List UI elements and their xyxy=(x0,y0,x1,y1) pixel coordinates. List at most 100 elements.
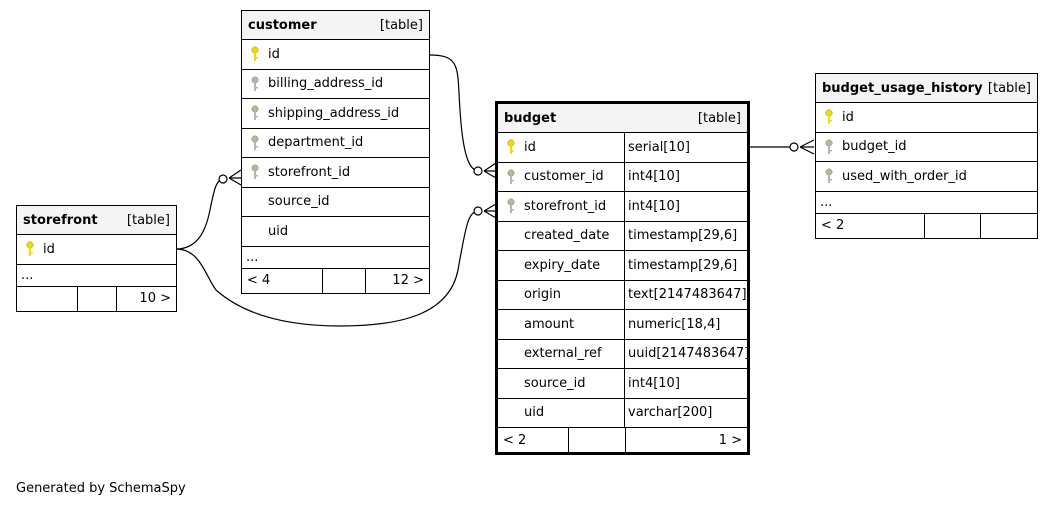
parent-count: < 2 xyxy=(498,428,569,452)
relationship-marker xyxy=(473,166,483,176)
more-columns-ellipsis: ... xyxy=(242,247,429,269)
column-type: uuid[2147483647] xyxy=(624,339,749,368)
column-name: amount xyxy=(524,316,575,332)
parent-count: < 4 xyxy=(242,268,323,293)
column-row[interactable]: storefront_id xyxy=(242,158,429,188)
column-name: billing_address_id xyxy=(268,76,384,92)
child-count: 10 > xyxy=(139,291,171,306)
child-count xyxy=(981,214,1037,238)
column-row[interactable]: source_id int4[10] xyxy=(498,369,747,399)
foreign-key-icon xyxy=(498,169,524,185)
crowfoot xyxy=(483,162,497,179)
table-name: customer xyxy=(248,17,317,33)
relationship-marker xyxy=(789,142,799,152)
column-name: origin xyxy=(524,287,562,303)
column-type: text[2147483647] xyxy=(624,280,747,309)
column-type: timestamp[29,6] xyxy=(624,221,747,250)
relationship-line xyxy=(175,178,224,250)
relationship-marker xyxy=(218,174,228,184)
foreign-key-icon xyxy=(242,164,268,180)
column-name: storefront_id xyxy=(524,198,607,214)
table-footer: < 2 1 > xyxy=(498,428,747,452)
column-name: id xyxy=(268,46,280,62)
child-count: 12 > xyxy=(392,273,424,288)
parent-count xyxy=(17,286,78,311)
column-type: varchar[200] xyxy=(624,398,747,427)
table-header: customer[table] xyxy=(242,11,429,40)
table-storefront[interactable]: storefront[table]id...10 > xyxy=(16,205,177,312)
primary-key-icon xyxy=(242,46,268,62)
table-name: storefront xyxy=(23,212,98,228)
generated-by-label: Generated by SchemaSpy xyxy=(16,481,186,496)
column-row[interactable]: shipping_address_id xyxy=(242,99,429,129)
column-name: external_ref xyxy=(524,346,602,362)
column-row[interactable]: id xyxy=(242,40,429,70)
column-row[interactable]: external_ref uuid[2147483647] xyxy=(498,339,749,369)
crowfoot xyxy=(228,169,242,186)
column-row[interactable]: department_id xyxy=(242,129,429,158)
table-footer: < 2 xyxy=(816,213,1037,238)
table-header: storefront [table] xyxy=(17,206,176,235)
parent-count: < 2 xyxy=(816,213,925,238)
column-row[interactable]: storefront_id int4[10] xyxy=(498,192,747,222)
more-columns-ellipsis: ... xyxy=(816,192,1037,214)
table-kind: [table] xyxy=(697,110,741,126)
crowfoot xyxy=(483,203,497,219)
column-name: expiry_date xyxy=(524,257,601,273)
column-row[interactable]: source_id xyxy=(242,188,429,217)
column-row[interactable]: customer_id int4[10] xyxy=(498,162,747,192)
foreign-key-icon xyxy=(816,168,842,184)
column-name: id xyxy=(43,241,55,257)
column-name: storefront_id xyxy=(268,164,351,180)
foreign-key-icon xyxy=(242,135,268,151)
column-row[interactable]: billing_address_id xyxy=(242,70,429,99)
column-row[interactable]: used_with_order_id xyxy=(816,162,1037,192)
column-type: int4[10] xyxy=(624,162,747,191)
column-row[interactable]: origin text[2147483647] xyxy=(498,280,747,310)
column-type: int4[10] xyxy=(624,369,747,398)
foreign-key-icon xyxy=(816,139,842,155)
row-count xyxy=(78,286,117,311)
row-count xyxy=(323,268,366,293)
column-name: budget_id xyxy=(842,139,907,155)
column-name: created_date xyxy=(524,228,610,244)
child-count: 1 > xyxy=(718,432,742,448)
column-name: shipping_address_id xyxy=(268,105,400,121)
column-name: source_id xyxy=(524,375,586,391)
column-name: source_id xyxy=(268,194,330,210)
table-kind: [table] xyxy=(987,80,1031,96)
column-row[interactable]: id xyxy=(17,235,176,265)
primary-key-icon xyxy=(816,109,842,125)
column-row[interactable]: created_date timestamp[29,6] xyxy=(498,221,747,251)
column-name: used_with_order_id xyxy=(842,168,967,184)
column-row[interactable]: id xyxy=(816,103,1037,133)
table-footer: 10 > xyxy=(17,286,176,311)
column-name: id xyxy=(842,109,854,125)
foreign-key-icon xyxy=(242,105,268,121)
column-row[interactable]: amount numeric[18,4] xyxy=(498,310,747,340)
column-type: numeric[18,4] xyxy=(624,310,747,339)
column-row[interactable]: uid xyxy=(242,217,429,247)
column-type: int4[10] xyxy=(624,192,747,221)
table-header: budget [table] xyxy=(498,104,747,133)
column-row[interactable]: budget_id xyxy=(816,133,1037,162)
column-row[interactable]: uid varchar[200] xyxy=(498,398,747,428)
column-name: uid xyxy=(524,405,545,421)
relationship-line xyxy=(175,210,480,327)
table-name: budget_usage_history xyxy=(822,80,983,96)
table-name: budget xyxy=(504,110,557,126)
column-name: uid xyxy=(268,223,289,239)
table-kind: [table] xyxy=(126,212,170,228)
column-name: customer_id xyxy=(524,169,604,185)
foreign-key-icon xyxy=(498,198,524,214)
column-name: department_id xyxy=(268,135,364,151)
primary-key-icon xyxy=(498,139,524,155)
primary-key-icon xyxy=(17,241,43,257)
